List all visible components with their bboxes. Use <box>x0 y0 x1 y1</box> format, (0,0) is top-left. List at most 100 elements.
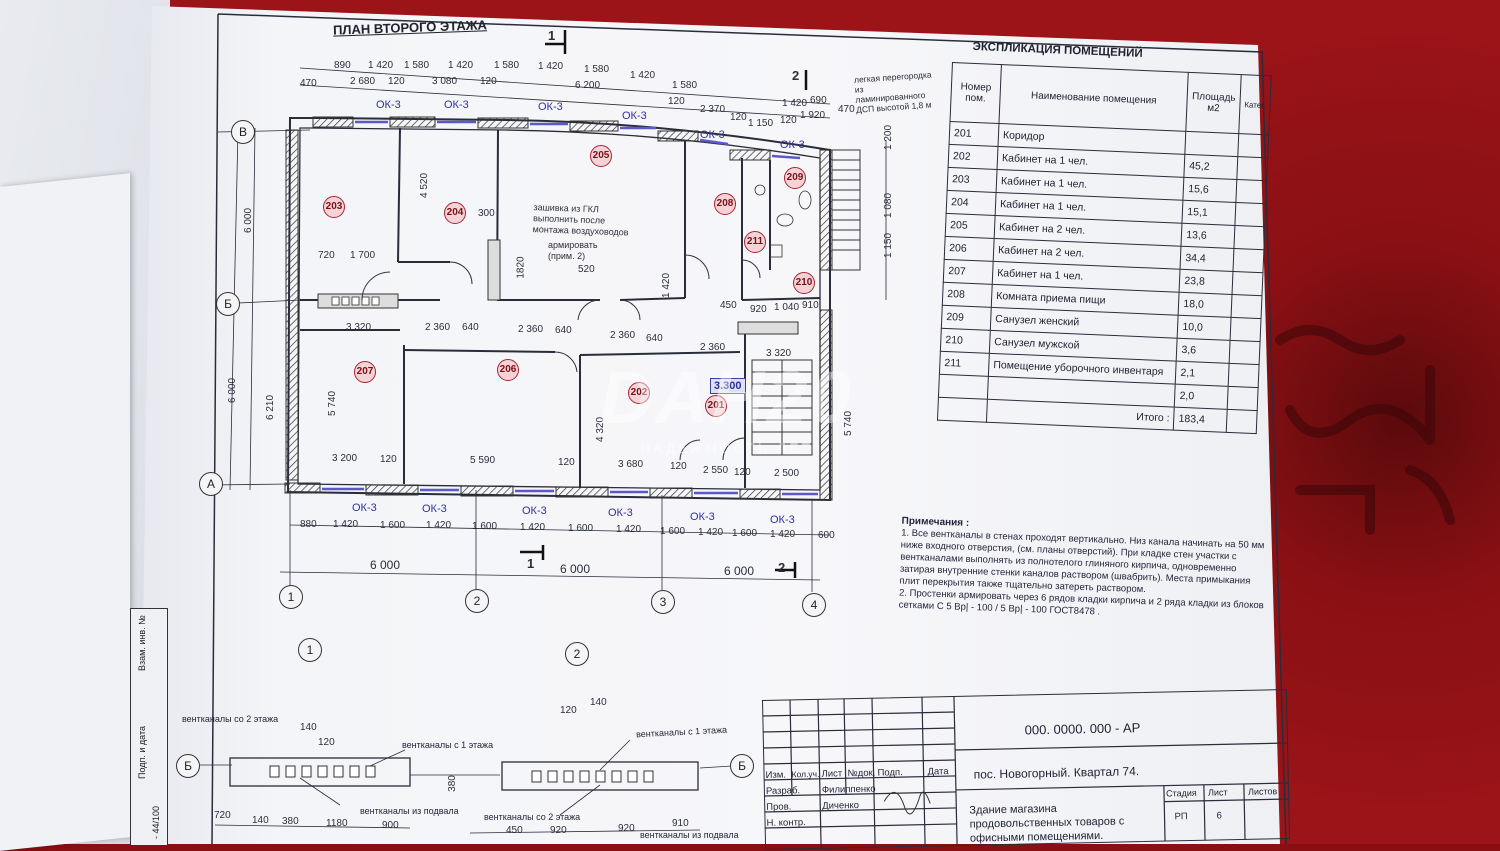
cell-num: 204 <box>946 190 997 216</box>
total-value: 183,4 <box>1173 407 1228 433</box>
dim-top2: 6 200 <box>575 80 601 91</box>
dim-inner: 3 200 <box>332 453 358 464</box>
detail-dim: 380 <box>446 775 458 792</box>
dim-top2: 1 920 <box>800 110 826 121</box>
dim-inner: 120 <box>558 457 575 468</box>
detail-dim: 920 <box>550 825 567 836</box>
dim-bottom: 880 <box>300 519 317 530</box>
dim-inner: 640 <box>555 325 572 336</box>
cell-area: 34,4 <box>1180 246 1234 272</box>
dim-bottom: 1 420 <box>616 524 642 535</box>
room-203: 203 <box>323 196 345 218</box>
dim-top: 890 <box>334 60 351 71</box>
dim-bottom: 1 600 <box>660 526 686 537</box>
dim-inner: 5 590 <box>470 455 496 466</box>
vent-label: вентканалы из подвала <box>360 806 459 816</box>
level-mark: 3.300 <box>710 378 746 394</box>
node-label-2: 2 <box>565 642 589 666</box>
cell-num: 208 <box>942 282 993 308</box>
room-205: 205 <box>590 145 612 167</box>
cell-area: 13,6 <box>1181 223 1235 249</box>
window-label: ОК-3 <box>780 139 805 151</box>
room-202: 202 <box>628 382 650 404</box>
dim-bottom-bay: 6 000 <box>370 558 401 572</box>
doc-code: 000. 0000. 000 - АР <box>1024 720 1141 738</box>
cell-num: 201 <box>949 121 999 147</box>
dim-inner: 2 500 <box>774 468 800 479</box>
cell-num: 203 <box>947 167 998 193</box>
role-label: Разраб. <box>765 785 801 797</box>
dim-bottom: 1 420 <box>333 519 359 530</box>
dim-inner: 300 <box>478 208 495 219</box>
dim-top2: 2 680 <box>350 76 376 87</box>
room-204: 204 <box>444 202 466 224</box>
room-206: 206 <box>497 359 519 381</box>
cell-area: 18,0 <box>1178 292 1232 318</box>
axis-label-a: А <box>199 472 223 496</box>
window-label: ОК-3 <box>376 99 401 111</box>
dim-inner: 2 360 <box>425 322 451 333</box>
dim-inner: 120 <box>380 454 397 465</box>
dim-top2: 120 <box>780 115 797 126</box>
axis-label-4: 4 <box>802 593 826 617</box>
dim-bottom: 600 <box>818 530 835 541</box>
dim-top2: 2 370 <box>700 104 726 115</box>
dim-inner: 520 <box>578 264 595 275</box>
window-label: ОК-3 <box>690 511 715 523</box>
cloth-ornament <box>1275 325 1455 535</box>
building-name: Здание магазина продовольственных товаро… <box>969 802 1125 845</box>
axis-label-v: В <box>231 120 255 144</box>
detail-dim: 120 <box>560 705 577 716</box>
cell-area: 10,0 <box>1177 315 1231 341</box>
explication-grid: Номер пом. Наименование помещения Площад… <box>937 62 1272 434</box>
dim-inner: 640 <box>646 333 663 344</box>
cell-num: 209 <box>941 305 992 331</box>
dim-bottom: 1 600 <box>380 520 406 531</box>
explication-table: ЭКСПЛИКАЦИЯ ПОМЕЩЕНИЙ Номер пом. Наимено… <box>936 41 1272 451</box>
dim-inner: 450 <box>720 300 737 311</box>
side-stamp-text: Подп. и дата <box>137 725 147 779</box>
dim-top2: 120 <box>668 96 685 107</box>
dim-inner: 2 550 <box>703 465 729 476</box>
cell-num: 210 <box>940 328 991 354</box>
room-201: 201 <box>705 395 727 417</box>
dim-left: 6 210 <box>265 394 277 421</box>
window-label: ОК-3 <box>622 110 647 122</box>
dim-bottom: 1 600 <box>732 528 758 539</box>
window-label: ОК-3 <box>770 514 795 526</box>
role-name: Филиппенко <box>821 783 876 796</box>
dim-inner: 120 <box>734 467 751 478</box>
col-list: Лист <box>821 768 843 780</box>
notes-title: Примечания : <box>901 515 970 529</box>
dim-bottom: 1 420 <box>770 529 796 540</box>
section-mark-2-bottom: 2 <box>778 560 786 575</box>
stage-header: Лист <box>1207 787 1228 798</box>
window-label: ОК-3 <box>608 507 633 519</box>
dim-inner: 120 <box>670 461 687 472</box>
detail-dim: 720 <box>214 810 231 821</box>
stage-value: РП <box>1174 811 1188 823</box>
section-mark-1-bottom: 1 <box>527 556 535 571</box>
dim-inner: 640 <box>462 322 479 333</box>
col-izm: Изм. <box>765 769 787 781</box>
dim-top2: 120 <box>388 76 405 87</box>
col-kol: Кол.уч. <box>791 768 820 780</box>
cell-area: 15,1 <box>1182 200 1236 226</box>
dim-top2: 120 <box>730 112 747 123</box>
dim-bottom: 1 600 <box>472 521 498 532</box>
dim-top2: 470 <box>838 104 855 115</box>
dim-top2: 3 080 <box>432 76 458 87</box>
cell-area: 45,2 <box>1184 154 1238 180</box>
dim-inner: 920 <box>750 304 767 315</box>
dim-top: 690 <box>810 95 827 106</box>
axis-label-1: 1 <box>279 585 303 609</box>
role-label: Н. контр. <box>766 817 806 829</box>
window-label: ОК-3 <box>422 503 447 515</box>
cell-num <box>938 374 989 400</box>
dim-inner: 1 420 <box>661 272 673 299</box>
dim-inner: 3 680 <box>618 459 644 470</box>
detail-dim: 140 <box>590 697 607 708</box>
cell-area <box>1185 131 1239 157</box>
cell-num: 205 <box>945 213 996 239</box>
dim-inner: 3 320 <box>346 322 372 333</box>
